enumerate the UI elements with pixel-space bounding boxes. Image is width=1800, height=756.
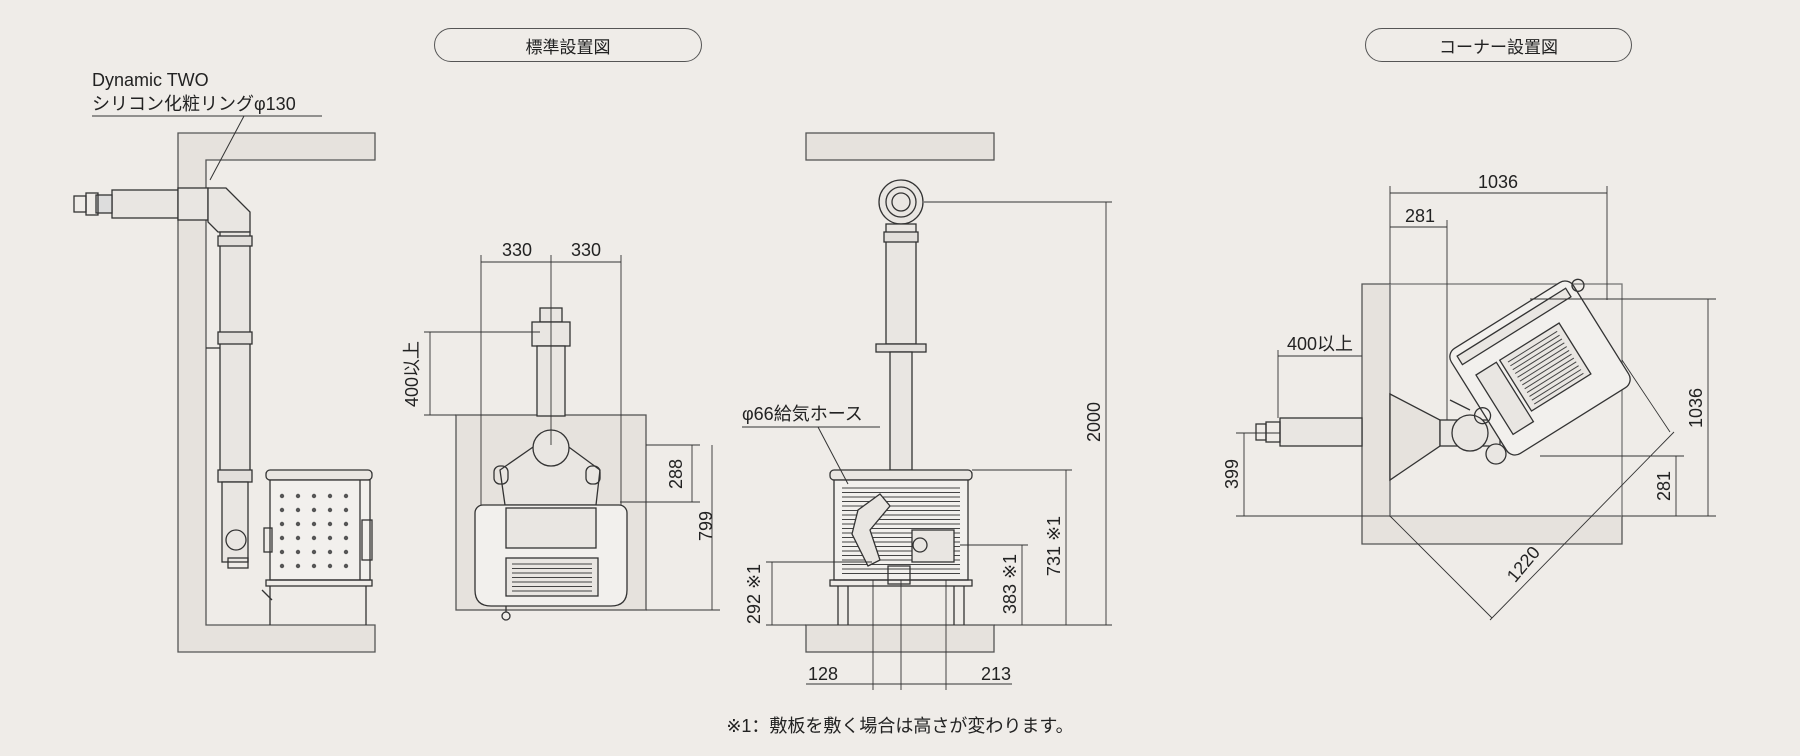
vent-hole xyxy=(327,535,333,541)
dim-corner-281-top: 281 xyxy=(1405,206,1435,226)
grille-slat xyxy=(1522,353,1572,386)
vent-hole xyxy=(279,535,285,541)
dim-front-clearance: 400以上 xyxy=(402,341,422,407)
ring-callout: シリコン化粧リングφ130 xyxy=(92,94,296,114)
model-callout: Dynamic TWO xyxy=(92,70,209,90)
vent-hole xyxy=(279,507,285,513)
vent-hole xyxy=(295,549,301,555)
dim-back-383: 383 ※1 xyxy=(1000,554,1020,614)
corner-install-title: コーナー設置図 xyxy=(1365,28,1632,62)
vent-hole xyxy=(311,563,317,569)
vent-hole xyxy=(327,507,333,513)
dim-front-right-half: 330 xyxy=(571,240,601,260)
dim-corner-1036-top: 1036 xyxy=(1478,172,1518,192)
vent-hole xyxy=(311,535,317,541)
hose-callout: φ66給気ホース xyxy=(742,404,863,424)
vent-hole xyxy=(343,563,349,569)
vent-hole xyxy=(311,507,317,513)
back-view xyxy=(742,132,1112,690)
dim-back-128: 128 xyxy=(808,664,838,684)
grille-slat xyxy=(1526,361,1577,394)
vent-hole xyxy=(327,521,333,527)
dim-back-2000: 2000 xyxy=(1084,402,1104,442)
vent-hole xyxy=(327,493,333,499)
vent-hole xyxy=(279,563,285,569)
dim-corner-399: 399 xyxy=(1222,459,1242,489)
corner-view xyxy=(1236,186,1716,621)
standard-install-title: 標準設置図 xyxy=(434,28,702,62)
grille-slat xyxy=(1507,330,1558,363)
vent-hole xyxy=(295,521,301,527)
side-view xyxy=(73,115,376,653)
dim-corner-clearance: 400以上 xyxy=(1287,334,1353,354)
vent-hole xyxy=(343,507,349,513)
vent-hole xyxy=(295,493,301,499)
vent-hole xyxy=(343,493,349,499)
dim-front-left-half: 330 xyxy=(502,240,532,260)
vent-hole xyxy=(311,521,317,527)
grille-slat xyxy=(1517,346,1567,378)
vent-hole xyxy=(343,549,349,555)
dim-back-292: 292 ※1 xyxy=(744,564,764,624)
vent-hole xyxy=(279,521,285,527)
vent-hole xyxy=(311,493,317,499)
vent-hole xyxy=(295,507,301,513)
grille-slat xyxy=(1533,372,1584,405)
grille-slat xyxy=(1531,369,1582,401)
vent-hole xyxy=(279,493,285,499)
dim-front-799: 799 xyxy=(696,511,716,541)
vent-hole xyxy=(311,549,317,555)
grille-slat xyxy=(1529,365,1579,397)
grille-slat xyxy=(1512,338,1563,371)
dim-corner-1036-right: 1036 xyxy=(1686,388,1706,428)
grille-slat xyxy=(1514,342,1565,374)
dim-corner-1220: 1220 xyxy=(1503,542,1544,586)
footnote: ※1：敷板を敷く場合は高さが変わります。 xyxy=(726,716,1074,736)
vent-hole xyxy=(343,535,349,541)
front-view xyxy=(424,255,720,621)
dim-back-731: 731 ※1 xyxy=(1044,516,1064,576)
dim-front-288: 288 xyxy=(666,459,686,489)
vent-hole xyxy=(295,535,301,541)
dim-back-213: 213 xyxy=(981,664,1011,684)
grille-slat xyxy=(1510,334,1560,367)
vent-hole xyxy=(343,521,349,527)
grille-slat xyxy=(1524,357,1575,390)
grille-slat xyxy=(1519,349,1570,382)
vent-hole xyxy=(327,549,333,555)
vent-hole xyxy=(279,549,285,555)
dim-corner-281-right: 281 xyxy=(1654,471,1674,501)
vent-hole xyxy=(327,563,333,569)
vent-hole xyxy=(295,563,301,569)
